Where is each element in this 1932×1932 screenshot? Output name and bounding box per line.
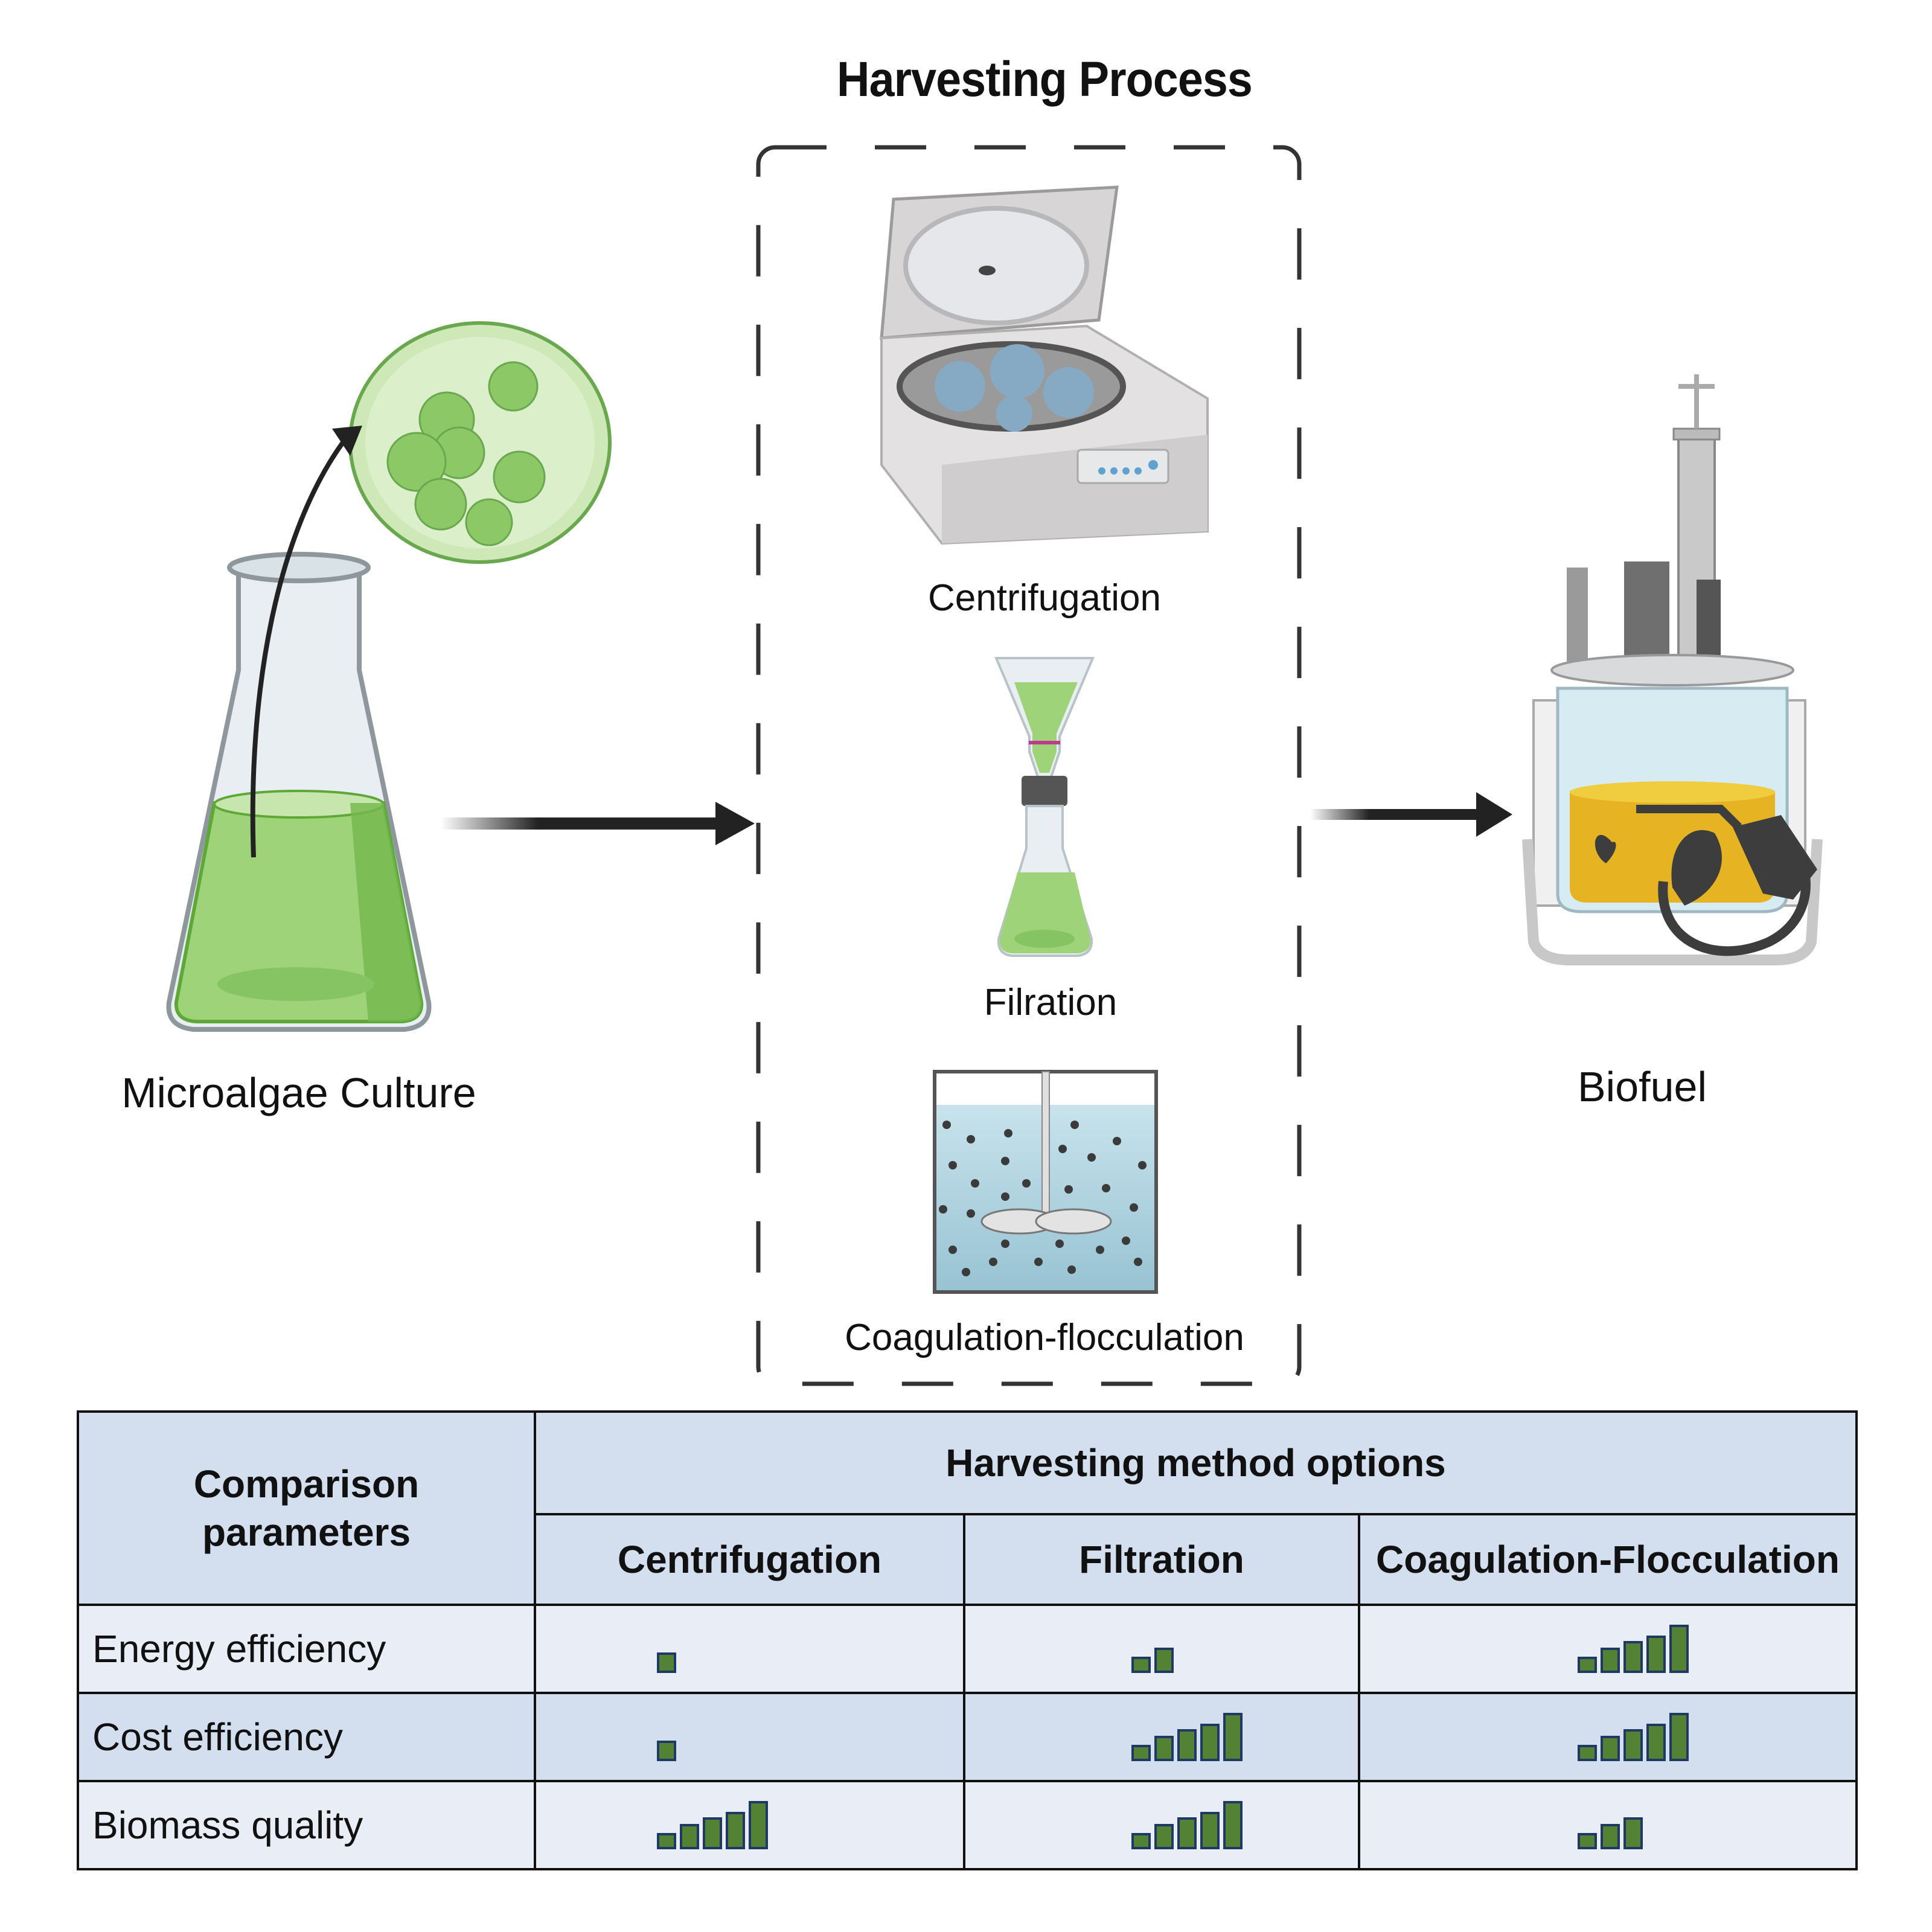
- fuel-pump-leaf-icon: [1595, 805, 1817, 956]
- rating-bar: [657, 1652, 676, 1673]
- rating-bar: [1177, 1729, 1197, 1761]
- rating-bars-5-of-5: [1131, 1801, 1243, 1849]
- rating-bars-holder: [536, 1801, 963, 1849]
- rating-bar: [1623, 1817, 1643, 1849]
- rating-bar: [1131, 1832, 1151, 1849]
- column-header-filtration: Filtration: [963, 1513, 1360, 1606]
- rating-bar: [1200, 1811, 1220, 1849]
- biofuel-label: Biofuel: [1577, 1063, 1707, 1110]
- rating-cell: [1358, 1780, 1858, 1870]
- rating-bar: [657, 1741, 676, 1761]
- rating-bar: [1623, 1641, 1643, 1673]
- rating-bar: [703, 1817, 722, 1849]
- microalgae-cell-view-icon: [348, 321, 612, 564]
- parameter-cost-efficiency: Cost efficiency: [77, 1692, 536, 1782]
- rating-bar: [1223, 1713, 1243, 1761]
- method-label-coagulation-flocculation: Coagulation-flocculation: [845, 1317, 1244, 1358]
- flow-arrow-to-harvesting-icon: [441, 802, 755, 845]
- rating-bar: [1200, 1723, 1220, 1761]
- rating-bar: [1578, 1832, 1597, 1849]
- rating-bar: [680, 1824, 699, 1849]
- rating-bars-holder: [965, 1713, 1358, 1761]
- rating-bar: [1578, 1744, 1597, 1761]
- parameter-energy-efficiency: Energy efficiency: [77, 1604, 536, 1694]
- rating-bar: [749, 1801, 768, 1849]
- parameter-biomass-quality: Biomass quality: [77, 1780, 536, 1870]
- harvesting-process-box: [756, 145, 1302, 1386]
- bioreactor-fuel-icon: [1522, 374, 1823, 965]
- rating-bar: [1578, 1656, 1597, 1673]
- rating-bar: [1646, 1635, 1666, 1673]
- rating-cell: [534, 1692, 965, 1782]
- rating-bars-5-of-5: [1578, 1625, 1689, 1673]
- rating-bar: [1601, 1824, 1620, 1849]
- rating-bar: [1131, 1744, 1151, 1761]
- rating-bar: [1223, 1801, 1243, 1849]
- comparison-parameters-header: Comparison parameters: [77, 1410, 536, 1606]
- rating-bars-1-of-5: [657, 1713, 676, 1761]
- rating-bar: [1131, 1656, 1151, 1673]
- rating-bar: [657, 1832, 676, 1849]
- flow-arrow-to-biofuel-icon: [1310, 792, 1512, 837]
- column-header-centrifugation: Centrifugation: [534, 1513, 965, 1606]
- method-label-centrifugation: Centrifugation: [927, 577, 1162, 619]
- rating-bar: [1623, 1729, 1643, 1761]
- rating-bars-3-of-5: [1578, 1801, 1643, 1849]
- rating-bar: [1601, 1648, 1620, 1673]
- rating-bar: [1669, 1713, 1689, 1761]
- rating-bar: [1177, 1817, 1197, 1849]
- culture-flask-icon: [166, 321, 612, 1032]
- rating-bars-holder: [1360, 1801, 1855, 1849]
- rating-bars-holder: [965, 1801, 1358, 1849]
- table-row: Biomass quality: [77, 1780, 1858, 1870]
- rating-cell: [963, 1780, 1360, 1870]
- flocculation-tank-icon: [933, 1070, 1158, 1294]
- rating-bar: [1601, 1736, 1620, 1761]
- comparison-table: Comparison parameters Harvesting method …: [77, 1410, 1858, 1870]
- rating-bars-2-of-5: [1131, 1625, 1174, 1673]
- rating-cell: [534, 1780, 965, 1870]
- column-header-coagulation-flocculation: Coagulation-Flocculation: [1358, 1513, 1858, 1606]
- rating-bar: [1154, 1648, 1174, 1673]
- rating-bars-5-of-5: [1578, 1713, 1689, 1761]
- rating-bar: [1669, 1625, 1689, 1673]
- rating-cell: [963, 1692, 1360, 1782]
- rating-bar: [1154, 1736, 1174, 1761]
- rating-cell: [1358, 1692, 1858, 1782]
- centrifuge-icon: [880, 185, 1209, 545]
- rating-cell: [534, 1604, 965, 1694]
- rating-bars-holder: [1360, 1713, 1855, 1761]
- table-row: Cost efficiency: [77, 1692, 1858, 1782]
- table-row: Energy efficiency: [77, 1604, 1858, 1694]
- microalgae-culture-label: Microalgae Culture: [121, 1069, 476, 1116]
- rating-bars-5-of-5: [1131, 1713, 1243, 1761]
- harvesting-method-options-header: Harvesting method options: [534, 1410, 1858, 1515]
- rating-bars-holder: [965, 1625, 1358, 1673]
- rating-bars-5-of-5: [657, 1801, 768, 1849]
- vacuum-filtration-icon: [994, 657, 1095, 957]
- method-label-filtration: Filration: [984, 982, 1118, 1023]
- rating-cell: [963, 1604, 1360, 1694]
- rating-cell: [1358, 1604, 1858, 1694]
- rating-bar: [1646, 1723, 1666, 1761]
- rating-bar: [726, 1811, 745, 1849]
- rating-bars-holder: [536, 1713, 963, 1761]
- harvesting-process-title: Harvesting Process: [837, 52, 1253, 107]
- rating-bar: [1154, 1824, 1174, 1849]
- rating-bars-holder: [536, 1625, 963, 1673]
- rating-bars-holder: [1360, 1625, 1855, 1673]
- rating-bars-1-of-5: [657, 1625, 676, 1673]
